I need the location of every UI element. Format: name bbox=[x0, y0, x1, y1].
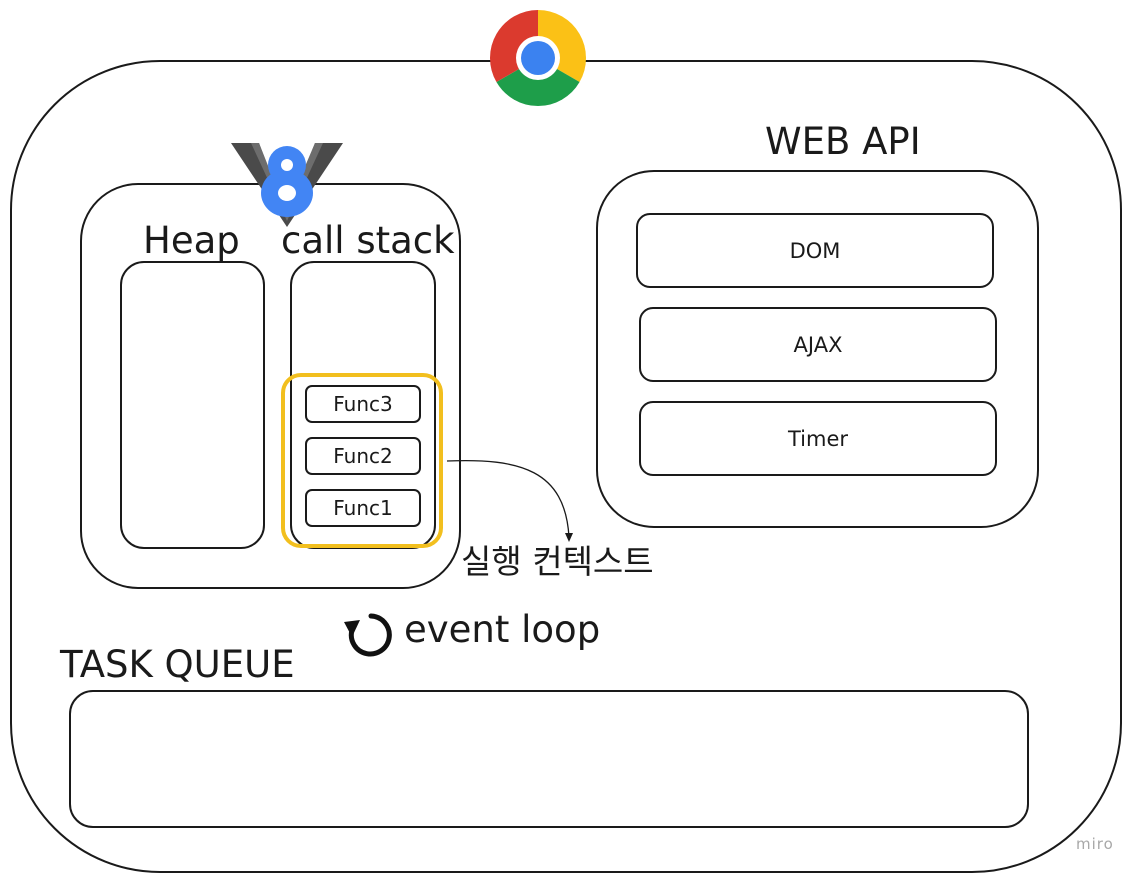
heap-title: Heap bbox=[143, 219, 240, 262]
stack-frame-func2: Func2 bbox=[305, 437, 421, 475]
web-api-title: WEB API bbox=[765, 120, 921, 163]
web-api-timer: Timer bbox=[639, 401, 997, 476]
execution-context-label: 실행 컨텍스트 bbox=[461, 542, 654, 581]
task-queue-box bbox=[69, 690, 1029, 828]
event-loop-label: event loop bbox=[404, 608, 601, 651]
heap-box bbox=[120, 261, 265, 549]
event-loop-icon bbox=[344, 613, 392, 657]
chrome-logo-icon bbox=[489, 10, 587, 107]
call-stack-title: call stack bbox=[281, 219, 455, 262]
web-api-ajax: AJAX bbox=[639, 307, 997, 382]
stack-frame-func3: Func3 bbox=[305, 385, 421, 423]
web-api-dom: DOM bbox=[636, 213, 994, 288]
task-queue-title: TASK QUEUE bbox=[60, 643, 295, 686]
stack-frame-func1: Func1 bbox=[305, 489, 421, 527]
v8-logo-icon bbox=[231, 143, 343, 227]
execution-context-highlight bbox=[281, 373, 443, 548]
miro-watermark: miro bbox=[1076, 835, 1114, 853]
